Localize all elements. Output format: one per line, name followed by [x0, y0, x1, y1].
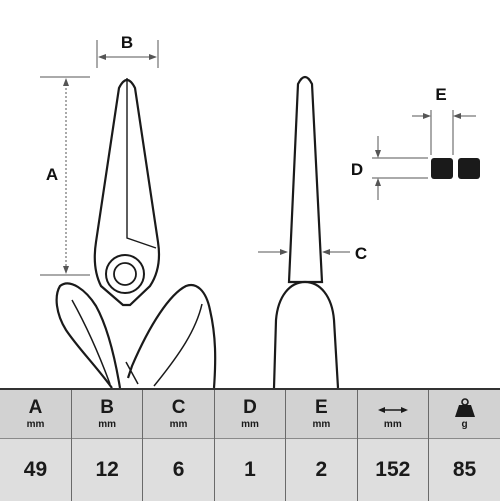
double-arrow-length-icon — [376, 398, 410, 417]
left-handle — [57, 283, 120, 388]
specification-table: A mm B mm C mm D mm E mm — [0, 388, 500, 501]
header-c-letter: C — [143, 398, 213, 417]
label-a: A — [46, 165, 58, 184]
table-values-row: 49 12 6 1 2 152 85 — [0, 439, 500, 501]
value-length: 152 — [357, 439, 428, 501]
label-d: D — [351, 160, 363, 179]
header-a-letter: A — [0, 398, 71, 417]
value-e: 2 — [286, 439, 357, 501]
value-b-text: 12 — [95, 458, 118, 481]
tip-square-right — [458, 158, 480, 179]
right-handle — [128, 285, 215, 388]
table-header-row: A mm B mm C mm D mm E mm — [0, 389, 500, 439]
value-weight-text: 85 — [453, 458, 476, 481]
header-e-letter: E — [286, 398, 356, 417]
header-b-letter: B — [72, 398, 142, 417]
header-b-unit: mm — [72, 419, 142, 431]
value-b: 12 — [71, 439, 142, 501]
weight-icon — [454, 398, 476, 417]
header-b: B mm — [71, 389, 142, 439]
side-view — [274, 77, 338, 388]
header-length: mm — [357, 389, 428, 439]
tip-square-left — [431, 158, 453, 179]
header-weight-unit: g — [429, 419, 500, 431]
value-c: 6 — [143, 439, 214, 501]
header-d: D mm — [214, 389, 285, 439]
dimension-d — [372, 136, 428, 200]
label-b: B — [121, 33, 133, 52]
value-length-text: 152 — [375, 458, 410, 481]
pivot-outer — [106, 255, 144, 293]
header-d-unit: mm — [215, 419, 285, 431]
pliers-technical-drawing: A B C D — [0, 0, 500, 388]
value-c-text: 6 — [173, 458, 185, 481]
value-d-text: 1 — [244, 458, 256, 481]
header-e-unit: mm — [286, 419, 356, 431]
side-handle-outline — [274, 282, 338, 388]
value-e-text: 2 — [316, 458, 328, 481]
value-weight: 85 — [429, 439, 500, 501]
header-c-unit: mm — [143, 419, 213, 431]
header-e: E mm — [286, 389, 357, 439]
header-a: A mm — [0, 389, 71, 439]
header-length-unit: mm — [358, 419, 428, 431]
front-view — [57, 78, 216, 388]
header-weight: g — [429, 389, 500, 439]
header-c: C mm — [143, 389, 214, 439]
dimension-e — [412, 110, 476, 155]
value-a-text: 49 — [24, 458, 47, 481]
header-a-unit: mm — [0, 419, 71, 431]
header-d-letter: D — [215, 398, 285, 417]
side-jaw-outline — [289, 77, 322, 282]
label-e: E — [435, 85, 446, 104]
value-d: 1 — [214, 439, 285, 501]
value-a: 49 — [0, 439, 71, 501]
label-c: C — [355, 244, 367, 263]
tip-cross-section — [431, 158, 480, 179]
